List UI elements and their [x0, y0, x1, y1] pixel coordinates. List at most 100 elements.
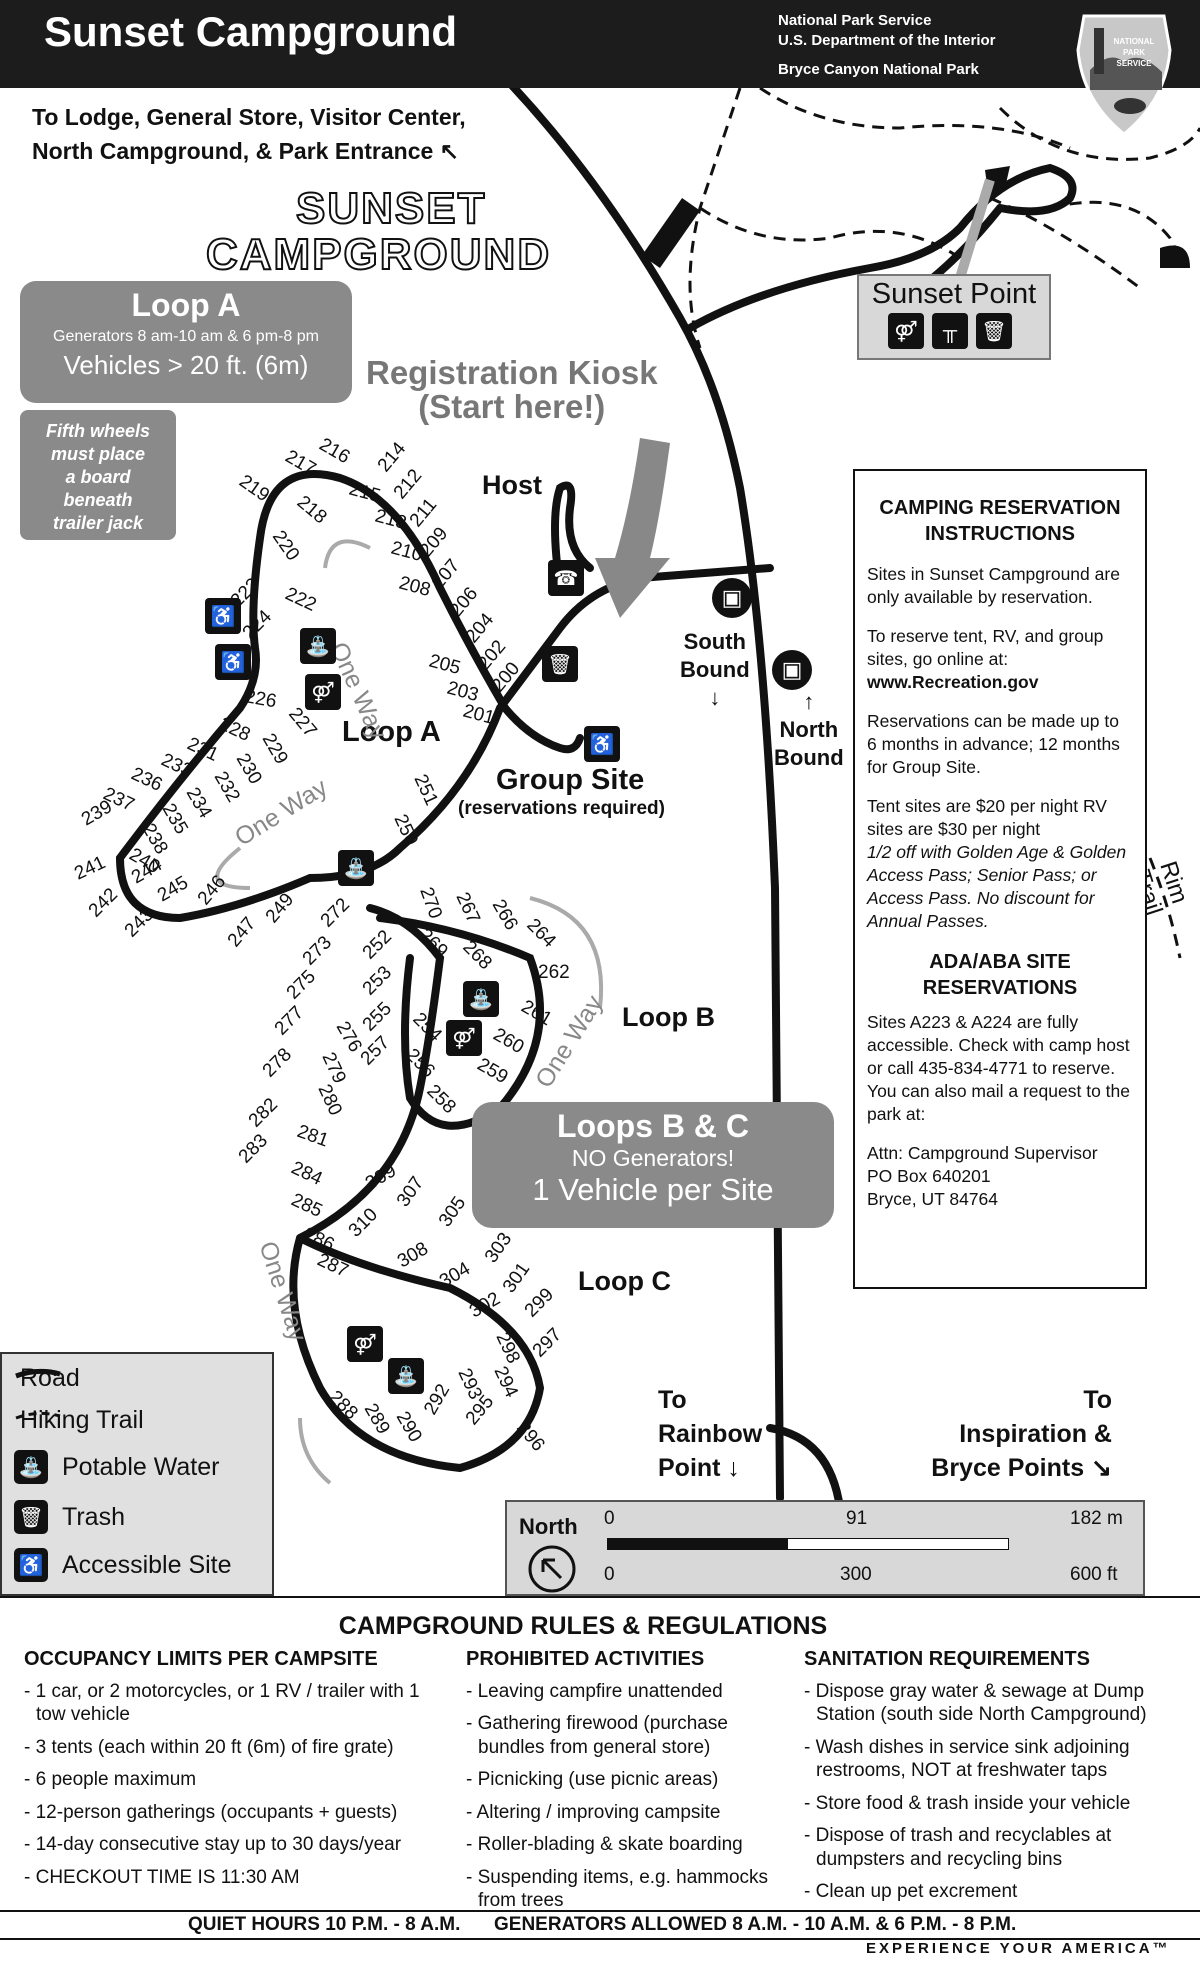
road-line-icon [15, 1368, 61, 1379]
wheelchair-icon: ♿ [14, 1548, 48, 1582]
occupancy-limits: OCCUPANCY LIMITS PER CAMPSITE - 1 car, o… [24, 1648, 454, 1898]
generator-hours: GENERATORS ALLOWED 8 A.M. - 10 A.M. & 6 … [494, 1914, 1017, 1935]
north-label: North [519, 1514, 578, 1539]
scale-f1: 300 [840, 1564, 872, 1585]
nps-badge-text: NATIONAL [1114, 37, 1155, 46]
restroom-icon-a: ⚤ [305, 674, 349, 710]
campsite-208: 208 [397, 573, 433, 601]
legend-road: Road [14, 1364, 80, 1393]
map-roads-and-trails: 2002012022032042052062072082092102112122… [71, 88, 1200, 1512]
scale-m0: 0 [604, 1508, 615, 1529]
campsite-284: 284 [288, 1157, 326, 1190]
quiet-hours: QUIET HOURS 10 P.M. - 8 A.M. [188, 1914, 461, 1935]
campsite-254: 254 [408, 1009, 446, 1047]
sunset-point-box: Sunset Point ⚤ ╥ 🗑 [857, 274, 1051, 360]
campsite-260: 260 [490, 1024, 528, 1058]
campsite-247: 247 [224, 913, 260, 951]
header-bar: Sunset Campground National Park Service … [0, 0, 1200, 136]
overlook-marker [1160, 245, 1190, 268]
reservation-p1: Sites in Sunset Campground are only avai… [867, 564, 1120, 607]
campsite-278: 278 [259, 1044, 296, 1081]
campsite-308: 308 [394, 1238, 432, 1272]
hiking-trails [688, 88, 1200, 959]
one-way-arrow-b [529, 896, 604, 1009]
reservation-p5: Sites A223 & A224 are fully accessible. … [867, 1012, 1130, 1124]
campsite-229: 229 [258, 730, 292, 768]
directions-line-2: North Campground, & Park Entrance ↖ [32, 138, 459, 164]
campsite-201: 201 [461, 701, 497, 729]
loop-a-label: Loop A [342, 716, 441, 748]
registration-arrow [595, 438, 670, 618]
scale-bar-white [787, 1538, 1009, 1550]
loops-bc-no-generators: NO Generators! [571, 1145, 735, 1171]
campsite-259: 259 [474, 1054, 512, 1088]
loop-a-generators: Generators 8 am-10 am & 6 pm-8 pm [53, 328, 319, 345]
prohibited-heading: PROHIBITED ACTIVITIES [466, 1648, 705, 1670]
legend-trash: 🗑Trash [14, 1500, 125, 1534]
north-arrow-icon [528, 1545, 576, 1593]
campground-rules-section: CAMPGROUND RULES & REGULATIONS OCCUPANCY… [0, 1596, 1200, 1963]
campsite-226: 226 [243, 686, 278, 712]
restroom-icon-b: ⚤ [446, 1020, 490, 1056]
accessible-site-icon-223: ♿ [205, 598, 249, 634]
campsite-258: 258 [422, 1081, 459, 1118]
restroom-icon-c: ⚤ [347, 1326, 391, 1362]
campsite-270: 270 [415, 885, 446, 922]
one-way-arrow-c [298, 1417, 332, 1485]
campsite-228: 228 [216, 713, 254, 745]
rule-item: - Dispose of trash and recyclables at du… [804, 1825, 1112, 1870]
campsite-305: 305 [435, 1193, 470, 1231]
campsite-207: 207 [428, 555, 464, 593]
campsite-277: 277 [271, 1002, 308, 1039]
potable-water-icon-c: ⛲ [388, 1358, 432, 1394]
reservation-instructions-box: CAMPING RESERVATION INSTRUCTIONS Sites i… [853, 469, 1147, 1289]
occupancy-heading: OCCUPANCY LIMITS PER CAMPSITE [24, 1648, 378, 1670]
bus-stop-north-icon: ▣ [772, 650, 812, 690]
campsite-213: 213 [373, 506, 409, 534]
agency-name: National Park Service [778, 12, 932, 29]
rule-item: - Leaving campfire unattended [466, 1680, 723, 1702]
rule-item: - 14-day consecutive stay up to 30 days/… [24, 1834, 402, 1855]
svg-text:SERVICE: SERVICE [1117, 59, 1153, 68]
campsite-285: 285 [288, 1189, 326, 1221]
scale-f0: 0 [604, 1564, 615, 1585]
page-title: Sunset Campground [44, 8, 458, 55]
campsite-267: 267 [451, 889, 483, 927]
rule-item: - Picnicking (use picnic areas) [466, 1769, 719, 1790]
campsite-262: 262 [538, 962, 570, 983]
restroom-icon: ⚤ [888, 313, 924, 349]
campsite-252: 252 [359, 926, 396, 963]
group-site-label: Group Site [496, 764, 645, 796]
campsite-299: 299 [521, 1284, 558, 1321]
svg-text:PARK: PARK [1123, 48, 1145, 57]
map-legend: Road Hiking Trail ⛲Potable Water 🗑Trash … [0, 1352, 274, 1596]
recreation-gov-link[interactable]: www.Recreation.gov [867, 672, 1039, 692]
trail-line-icon [15, 1411, 61, 1420]
loops-bc-title: Loops B & C [557, 1108, 749, 1144]
campsite-242: 242 [85, 884, 122, 921]
campsite-261: 261 [518, 996, 556, 1030]
quiet-hours-bar: QUIET HOURS 10 P.M. - 8 A.M. GENERATORS … [0, 1910, 1200, 1940]
trash-icon: 🗑 [14, 1500, 48, 1534]
rule-item: - CHECKOUT TIME IS 11:30 AM [24, 1866, 300, 1888]
rule-item: - Suspending items, e.g. hammocks from t… [466, 1866, 769, 1912]
campsite-232: 232 [210, 768, 244, 806]
loop-a-vehicles: Vehicles > 20 ft. (6m) [63, 350, 309, 380]
campsite-250: 250 [389, 811, 421, 849]
potable-water-icon-a: ⛲ [300, 628, 344, 664]
prohibited-activities: PROHIBITED ACTIVITIES - Leaving campfire… [466, 1648, 796, 1922]
campsite-251: 251 [409, 771, 441, 809]
campsite-290: 290 [392, 1408, 426, 1446]
campsite-296: 296 [512, 1418, 548, 1456]
trash-icon-host: 🗑 [542, 646, 586, 682]
sanitation-requirements: SANITATION REQUIREMENTS - Dispose gray w… [804, 1648, 1184, 1913]
rule-item: - Store food & trash inside your vehicle [804, 1792, 1131, 1814]
loops-bc-info-box: Loops B & C NO Generators! 1 Vehicle per… [472, 1102, 834, 1228]
nps-arrowhead-logo: NATIONAL PARK SERVICE [1076, 14, 1172, 136]
campsite-205: 205 [427, 651, 463, 679]
reservation-p2: To reserve tent, RV, and group sites, go… [867, 626, 1104, 692]
campsite-245: 245 [154, 872, 192, 906]
